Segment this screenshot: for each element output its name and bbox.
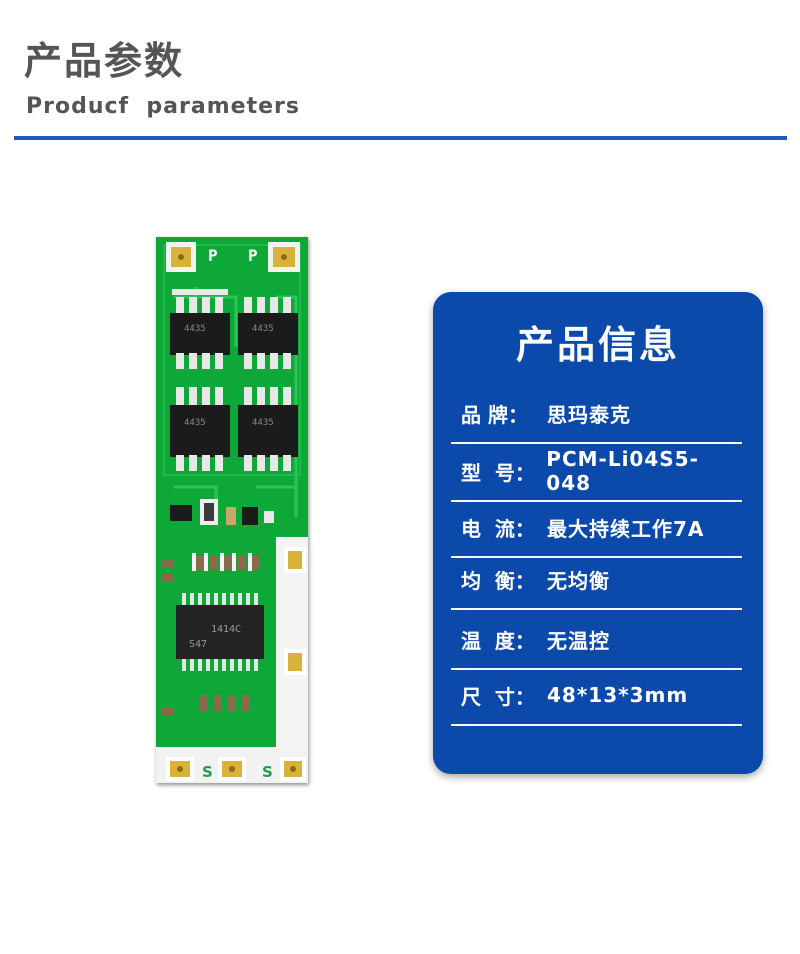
product-image: P P 4435 4435 4435 4435 [156,237,308,783]
info-value: 48*13*3mm [547,683,689,707]
info-row-size: 尺 寸： 48*13*3mm [451,666,742,726]
svg-text:S: S [202,763,213,781]
info-row-temperature: 温 度： 无温控 [451,610,742,670]
mosfet-chip-bottom-left: 4435 [170,387,230,471]
mosfet-chip-top-left: 4435 [170,289,230,369]
info-value: 最大持续工作7A [547,516,705,541]
info-row-current: 电 流： 最大持续工作7A [451,498,742,558]
svg-text:4435: 4435 [252,324,274,334]
info-label: 型 号： [461,460,535,485]
info-label: 尺 寸： [461,684,535,709]
info-value: 无均衡 [547,568,610,593]
main-ic: 1414C S47 [176,593,264,671]
info-row-model: 型 号： PCM-Li04S5-048 [451,442,742,502]
info-label: 均 衡： [461,568,535,593]
product-info-card: 产品信息 品 牌： 思玛泰克 型 号： PCM-Li04S5-048 电 流： … [433,292,763,774]
card-title: 产品信息 [515,323,680,367]
page-subtitle: Producf parameters [26,94,300,119]
info-value: 思玛泰克 [547,402,631,427]
silkscreen-p2: P [248,246,258,265]
pcb-board-illustration: P P 4435 4435 4435 4435 [156,237,308,783]
svg-text:4435: 4435 [184,324,206,334]
info-row-balance: 均 衡： 无均衡 [451,550,742,610]
info-label: 温 度： [461,628,535,653]
svg-text:S: S [262,763,273,781]
svg-text:4435: 4435 [252,418,274,428]
svg-text:S47: S47 [189,639,207,650]
mosfet-chip-top-right: 4435 [238,297,298,369]
info-value: 无温控 [547,628,610,653]
info-label: 品 牌： [461,402,528,427]
svg-text:1414C: 1414C [211,624,241,635]
mosfet-chip-bottom-right: 4435 [238,387,298,471]
info-row-brand: 品 牌： 思玛泰克 [451,384,742,444]
info-label: 电 流： [461,516,535,541]
silkscreen-p1: P [208,246,218,265]
svg-text:4435: 4435 [184,418,206,428]
title-divider [14,136,787,140]
page-title: 产品参数 [24,39,185,83]
info-value: PCM-Li04S5-048 [546,447,699,495]
